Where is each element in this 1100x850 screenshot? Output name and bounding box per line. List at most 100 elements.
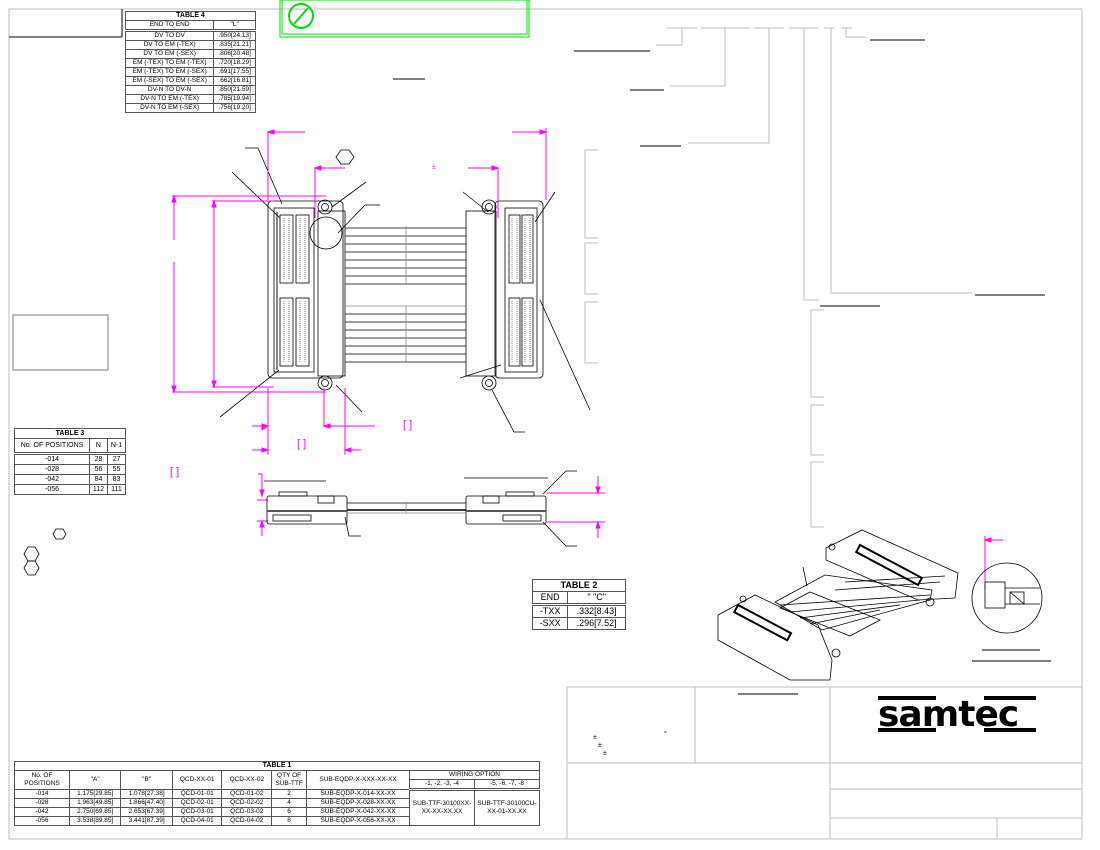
table-row: -056 3.538[89.85] 3.441[87.39] QCD-04-01…: [14, 816, 540, 826]
cell: SUB-EQDP-X-014-XX-XX: [306, 789, 410, 799]
cell: QCD-03-02: [221, 807, 273, 817]
cell: 4: [271, 798, 308, 808]
table-row: -TXX.332[8.43]: [531, 604, 626, 618]
cell: .662[16.81]: [213, 76, 256, 86]
part-number-callout-tree: [584, 27, 972, 528]
cell: -028: [14, 464, 90, 475]
cell: -042: [14, 474, 90, 485]
cell: EM (-SEX) TO EM (-SEX): [124, 76, 215, 86]
cell: 112: [89, 484, 108, 495]
cell: SUB-EQDP-X-042-XX-XX: [306, 807, 410, 817]
samtec-logo-bars: [878, 696, 1036, 732]
cell: .950[24.13]: [213, 30, 256, 41]
cell: 28: [89, 453, 108, 465]
cell: 3.538[89.85]: [68, 816, 122, 826]
side-view: [264, 470, 577, 547]
table-1-header: SUB-EQDP-X-XXX-XX-XX: [306, 770, 410, 790]
table-row: -042 2.750[69.85] 2.653[67.39] QCD-03-01…: [14, 807, 540, 817]
note-flag-hexagons: [23, 528, 67, 576]
table-row: DV TO EM (-SEX).806[20.48]: [124, 49, 256, 59]
table-row: -014 1.175[29.85] 1.078[27.38] QCD-01-01…: [14, 789, 540, 826]
cell: 56: [89, 464, 108, 475]
table-row: EM (-TEX) TO EM (-TEX).720[18.29]: [124, 58, 256, 68]
table-1-subheader: -5, -6, -7, -8: [474, 779, 540, 791]
cell: .785[19.94]: [213, 94, 256, 104]
cell: -042: [14, 807, 70, 817]
cell: QCD-01-02: [221, 789, 273, 799]
cell: -028: [14, 798, 70, 808]
isometric-view: [717, 529, 1051, 681]
cell: 6: [271, 807, 308, 817]
table-4-header: "L": [213, 20, 256, 32]
note-box: [12, 314, 109, 371]
cell: 83: [106, 474, 127, 485]
table-2: TABLE 2 END " "C" -TXX.332[8.43] -SXX.29…: [531, 579, 626, 630]
cell: -014: [14, 789, 70, 799]
cell: 1.175[29.85]: [68, 789, 122, 799]
table-1-header: No. OF POSITIONS: [14, 770, 70, 790]
table-1-header: "A": [68, 770, 122, 790]
cell: -TXX: [531, 604, 569, 618]
top-left-title-box: [9, 9, 123, 38]
table-1-title: TABLE 1: [14, 761, 540, 771]
table-2-title: TABLE 2: [532, 579, 626, 592]
cell: QCD-04-02: [221, 816, 273, 826]
samtec-logo: samtec: [878, 694, 1019, 735]
table-1-header: QTY OF SUB-TTF: [271, 770, 308, 790]
cell: QCD-02-02: [221, 798, 273, 808]
cell: .850[21.59]: [213, 85, 256, 95]
cell: .720[18.29]: [213, 58, 256, 68]
cell: .806[20.48]: [213, 49, 256, 59]
cell: 1.866[47.40]: [120, 798, 173, 808]
cell: .835[21.21]: [213, 40, 256, 50]
cell: QCD-03-01: [171, 807, 223, 817]
cell: DV-N TO DV-N: [124, 85, 215, 95]
cell: QCD-02-01: [171, 798, 223, 808]
status-stamp: [279, 0, 530, 38]
cell: DV TO EM (-TEX): [124, 40, 215, 50]
table-3-header: No. OF POSITIONS: [14, 438, 90, 455]
cell: QCD-01-01: [171, 789, 223, 799]
table-row: DV-N TO DV-N.850[21.59]: [124, 85, 256, 95]
hexagon-note-flag-icon: [335, 149, 355, 165]
table-1-header: QCD-XX-02: [221, 770, 273, 790]
table-row: DV-N TO EM (-TEX).785[19.94]: [124, 94, 256, 104]
cell: 111: [106, 484, 127, 495]
table-row: DV TO DV.950[24.13]: [124, 30, 256, 41]
cell: 8: [271, 816, 308, 826]
table-row: DV TO EM (-TEX).835[21.21]: [124, 40, 256, 50]
table-3-header: N: [89, 438, 108, 455]
cell: DV-N TO EM (-TEX): [124, 94, 215, 104]
cell: EM (-TEX) TO EM (-TEX): [124, 58, 215, 68]
dimension-bracket-label: [ ]: [403, 419, 413, 431]
cell: DV-N TO EM (-SEX): [124, 103, 215, 113]
tolerance-symbol: ±: [598, 742, 602, 749]
cell: 27: [106, 453, 127, 465]
table-row: DV-N TO EM (-SEX).756[19.20]: [124, 103, 256, 113]
cell: 1.078[27.38]: [120, 789, 173, 799]
table-4: TABLE 4 END TO END "L" DV TO DV.950[24.1…: [124, 11, 256, 113]
cell: -056: [14, 484, 90, 495]
drawing-border: [8, 8, 1083, 840]
table-1-header: WIRING OPTION: [409, 770, 540, 780]
wiring-option-cell: SUB-TTF-30100XX-XX-XX-XX.XX: [409, 789, 475, 826]
cell: 2.750[69.85]: [68, 807, 122, 817]
table-2-header: END: [531, 591, 569, 606]
table-1-subheader: -1, -2, -3, -4: [409, 779, 475, 791]
cell: 2.653[67.39]: [120, 807, 173, 817]
dimension-lines: [171, 128, 1003, 590]
tolerance-symbol: ±: [432, 164, 436, 171]
cell: .296[7.52]: [567, 617, 626, 630]
title-block-lines: [566, 686, 1082, 839]
table-row: -028 1.963[49.85] 1.866[47.40] QCD-02-01…: [14, 798, 540, 808]
table-1-header: QCD-XX-01: [171, 770, 223, 790]
cell: 55: [106, 464, 127, 475]
cell: DV TO DV: [124, 30, 215, 41]
table-row: -SXX.296[7.52]: [531, 617, 626, 630]
table-3-header: N-1: [106, 438, 127, 455]
cell: .691[17.55]: [213, 67, 256, 77]
